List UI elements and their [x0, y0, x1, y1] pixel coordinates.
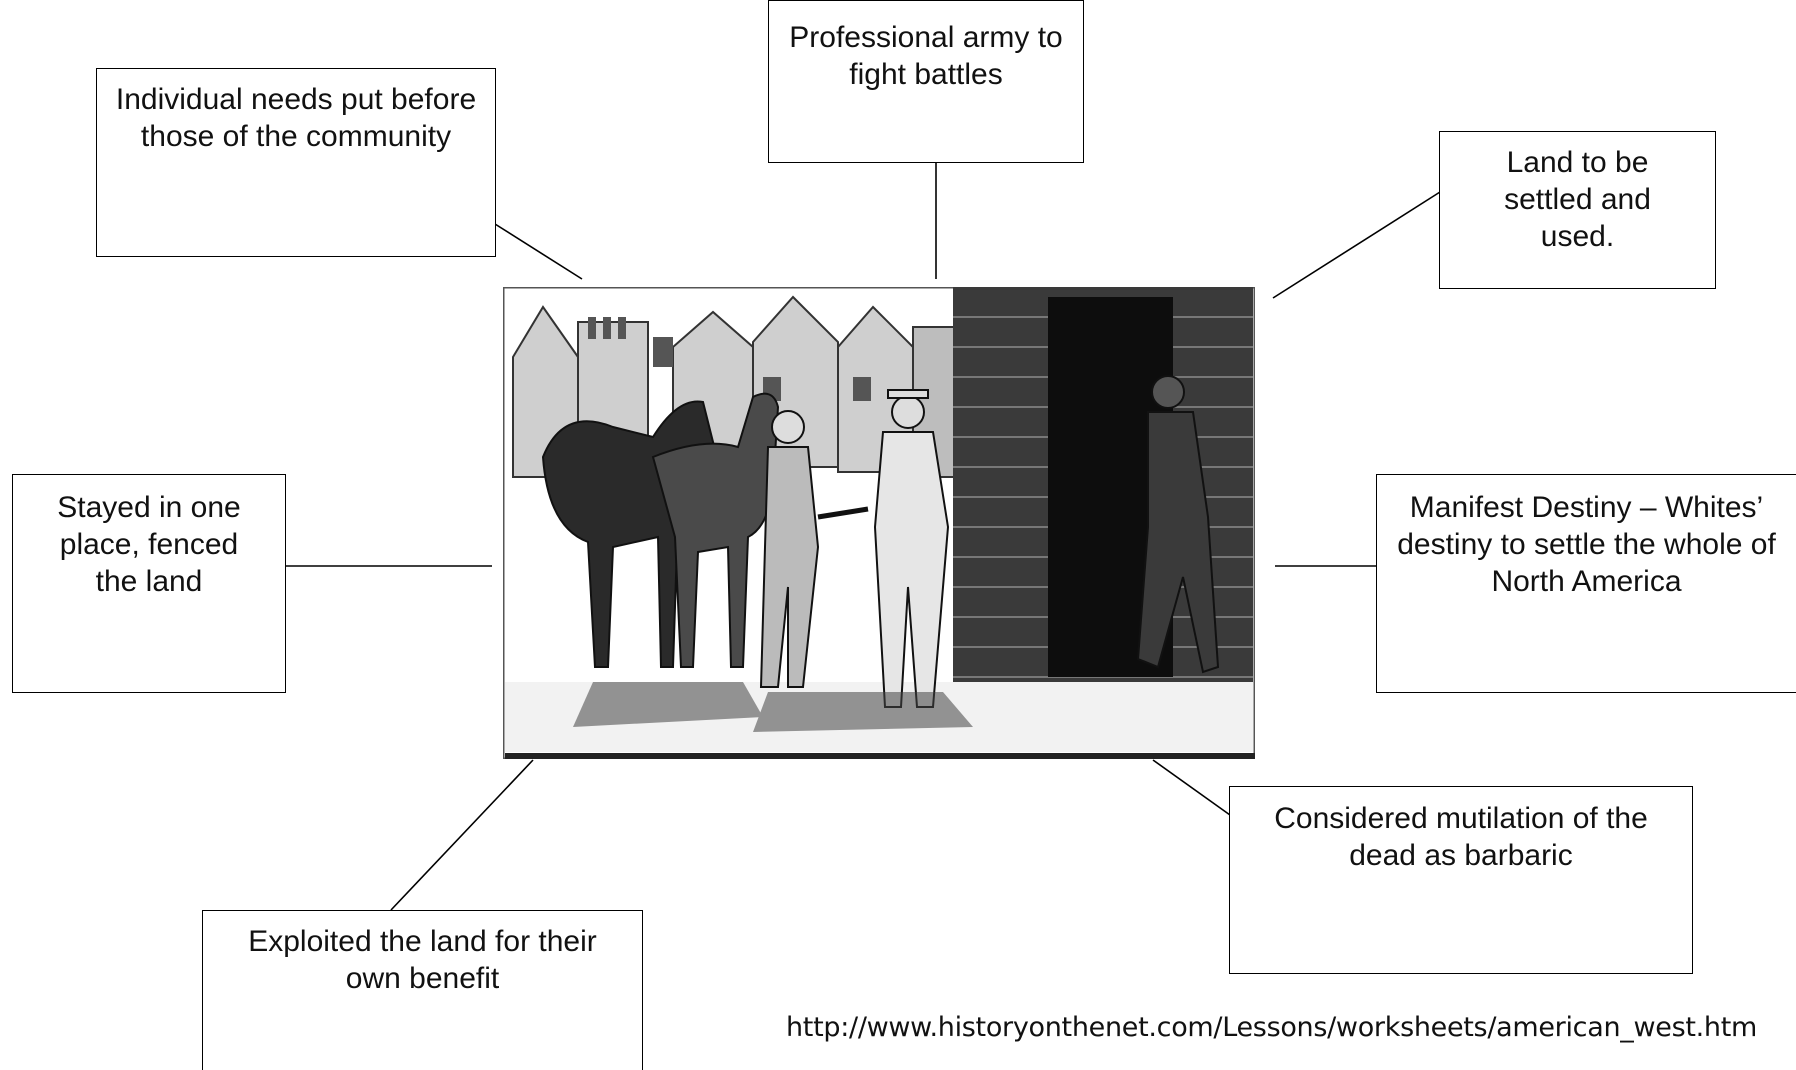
walking-man [1136, 375, 1220, 674]
box-stayed-one-place: Stayed in one place, fenced the land [12, 474, 286, 693]
box-mutilation-text: Considered mutilation of the dead as bar… [1274, 802, 1648, 872]
box-individual-needs: Individual needs put before those of the… [96, 68, 496, 257]
box-manifest-destiny-text: Manifest Destiny – Whites’ destiny to se… [1397, 491, 1776, 598]
connector-mutilation [1152, 759, 1231, 816]
connector-land-settled [1272, 191, 1441, 299]
box-land-settled-text: Land to be settled and used. [1504, 146, 1651, 253]
box-exploited-land: Exploited the land for their own benefit [202, 910, 643, 1070]
box-manifest-destiny: Manifest Destiny – Whites’ destiny to se… [1376, 474, 1796, 693]
source-url: http://www.historyonthenet.com/Lessons/w… [786, 1012, 1758, 1043]
box-mutilation: Considered mutilation of the dead as bar… [1229, 786, 1693, 974]
box-land-settled: Land to be settled and used. [1439, 131, 1716, 289]
box-individual-needs-text: Individual needs put before those of the… [115, 83, 477, 153]
box-exploited-land-text: Exploited the land for their own benefit [248, 925, 597, 995]
horses [541, 392, 780, 668]
connector-individual [494, 223, 583, 280]
connector-exploited [390, 759, 534, 911]
men-shaking-hands [759, 389, 950, 708]
box-professional-army-text: Professional army to fight battles [789, 21, 1063, 91]
box-stayed-one-place-text: Stayed in one place, fenced the land [57, 491, 241, 598]
illustration-picture [503, 287, 1255, 759]
box-professional-army: Professional army to fight battles [768, 0, 1084, 163]
